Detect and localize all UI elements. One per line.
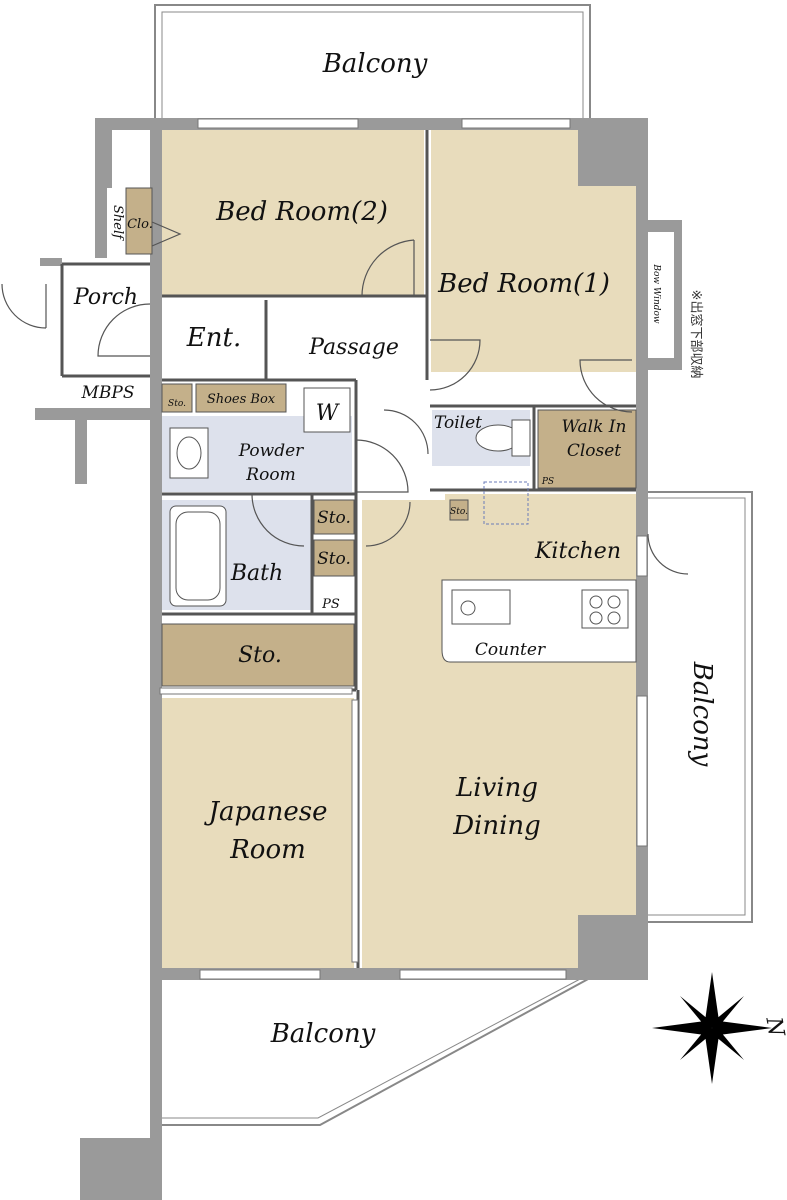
- ent-sto-storage: [161, 383, 193, 413]
- stove: [581, 589, 629, 629]
- toilet-label: Toilet: [434, 413, 482, 433]
- shelf-label: Shelf: [110, 205, 125, 241]
- japanese-room-floor: [162, 698, 354, 968]
- room-labels: Balcony Bed Room(2) Bed Room(1) Bow Wind…: [73, 49, 787, 1049]
- ent-sto-label: Sto.: [168, 399, 186, 409]
- bedroom2-label: Bed Room(2): [215, 197, 388, 227]
- japanese-room-label-1: Japanese: [204, 797, 328, 827]
- closet-storage: [125, 187, 153, 255]
- door-swings: [1, 221, 689, 575]
- sto1-label: Sto.: [317, 508, 351, 528]
- passage-lower-floor: [356, 408, 430, 494]
- balcony-bottom-area: [162, 977, 591, 1126]
- sto2-label: Sto.: [317, 549, 351, 569]
- walk-in-closet-storage: [537, 409, 637, 489]
- bedroom2-floor: [162, 130, 424, 296]
- ps-closet-label: PS: [541, 477, 554, 487]
- washer-box: [303, 387, 351, 433]
- shoes-box-label: Shoes Box: [207, 392, 276, 407]
- walk-in-closet-label-2: Closet: [567, 441, 621, 461]
- balcony-bottom-label: Balcony: [270, 1019, 376, 1049]
- clo-label: Clo.: [127, 217, 153, 232]
- counter-label: Counter: [475, 640, 546, 660]
- kitchen-label: Kitchen: [534, 539, 621, 564]
- balcony-top-area: [154, 4, 591, 118]
- balcony-right-area: [648, 491, 753, 923]
- sto2-storage: [313, 539, 355, 577]
- bedroom1-floor: [431, 130, 636, 372]
- kitchen-sto-storage: [449, 499, 469, 521]
- powder-room-label-1: Powder: [238, 441, 304, 461]
- ent-floor: [162, 300, 266, 382]
- bow-note-label: ※出窓下部収納: [688, 290, 704, 379]
- washer-label: W: [316, 401, 341, 426]
- walk-in-closet-label-1: Walk In: [562, 417, 627, 437]
- storage-areas: [125, 187, 637, 687]
- north-label: N: [760, 1014, 787, 1039]
- ps-bath-label: PS: [321, 597, 340, 612]
- living-floor: [362, 494, 636, 968]
- balcony-top-label: Balcony: [322, 49, 428, 79]
- windows: [159, 118, 648, 980]
- porch-floor: [62, 264, 150, 374]
- living-label: Living: [455, 773, 538, 803]
- ent-label: Ent.: [186, 323, 241, 353]
- fixtures: [169, 387, 637, 663]
- big-sto-storage: [161, 623, 355, 687]
- shoes-box-storage: [195, 383, 287, 413]
- bedroom1-label: Bed Room(1): [437, 269, 610, 299]
- big-sto-label: Sto.: [238, 643, 282, 668]
- fridge-spot: [483, 481, 529, 525]
- bow-window-label: Bow Window: [651, 263, 661, 324]
- sto1-storage: [313, 499, 355, 535]
- kitchen-sto-label: Sto.: [450, 507, 468, 517]
- japanese-room-label-2: Room: [229, 835, 306, 865]
- mbps-label: MBPS: [81, 383, 135, 403]
- passage-label: Passage: [308, 335, 399, 360]
- dining-label: Dining: [452, 811, 541, 841]
- compass-icon: [652, 972, 772, 1084]
- balcony-right-label: Balcony: [687, 661, 717, 767]
- porch-label: Porch: [73, 285, 138, 310]
- powder-room-label-2: Room: [245, 465, 295, 485]
- bath-label: Bath: [230, 561, 283, 586]
